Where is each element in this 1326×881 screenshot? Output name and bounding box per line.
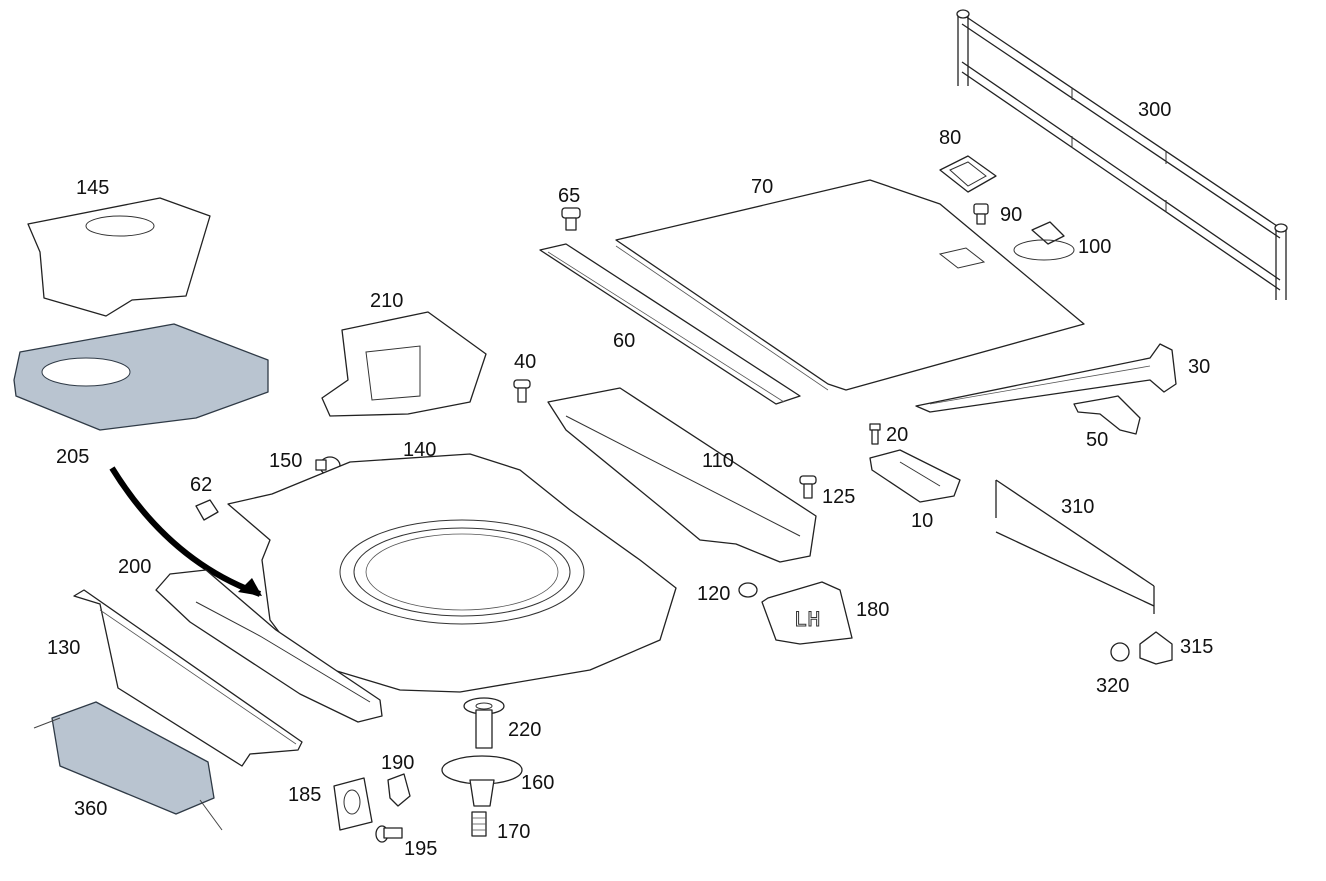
callout-90: 90 [1000, 204, 1023, 226]
callout-190: 190 [381, 752, 415, 774]
callout-10: 10 [911, 510, 934, 532]
callout-145: 145 [76, 177, 110, 199]
callout-185: 185 [288, 784, 322, 806]
callout-310: 310 [1061, 496, 1095, 518]
callout-170: 170 [497, 821, 531, 843]
callout-320: 320 [1096, 675, 1130, 697]
callout-210: 210 [370, 290, 404, 312]
part-65-fastener [561, 207, 581, 231]
callout-120: 120 [697, 583, 731, 605]
callout-20: 20 [886, 424, 909, 446]
callout-160: 160 [521, 772, 555, 794]
callout-100: 100 [1078, 236, 1112, 258]
callout-62: 62 [190, 474, 213, 496]
part-30-guide-rail [915, 343, 1177, 413]
part-210-foam-block [321, 311, 487, 417]
part-180-marking: LH [794, 608, 820, 633]
callout-220: 220 [508, 719, 542, 741]
part-80-handle [939, 155, 997, 193]
part-70-floor-panel [615, 179, 1085, 391]
callout-180: 180 [856, 599, 890, 621]
part-310-rail [995, 479, 1155, 614]
callout-110: 110 [702, 450, 734, 472]
callout-360: 360 [74, 798, 108, 820]
callout-140: 140 [403, 439, 437, 461]
part-160-star-knob [441, 755, 523, 807]
callout-205: 205 [56, 446, 90, 468]
callout-300: 300 [1138, 99, 1172, 121]
part-145-foam-insert [27, 197, 211, 317]
part-195-bolt [375, 825, 403, 843]
part-20-bolt [869, 423, 881, 445]
callout-125: 125 [822, 486, 856, 508]
callout-150: 150 [269, 450, 303, 472]
part-60-trim-strip [539, 243, 801, 405]
part-120-nut [738, 582, 758, 598]
part-190-clip [387, 773, 411, 807]
part-125-screw [799, 475, 817, 499]
callout-65: 65 [558, 185, 581, 207]
part-170-threaded-pin [471, 811, 487, 837]
callout-315: 315 [1180, 636, 1214, 658]
part-90-screw [973, 203, 989, 225]
callout-80: 80 [939, 127, 962, 149]
callout-130: 130 [47, 637, 81, 659]
callout-195: 195 [404, 838, 438, 860]
part-320-fitting [1110, 642, 1130, 662]
part-110-support-rail [547, 387, 817, 563]
callout-60: 60 [613, 330, 636, 352]
arrow-icon [109, 466, 262, 597]
part-360-case [33, 701, 223, 831]
part-200-side-tray [155, 569, 383, 723]
part-180-cap: LH [761, 581, 853, 645]
part-130-side-trim [73, 589, 303, 767]
callout-50: 50 [1086, 429, 1109, 451]
part-315-fitting [1139, 631, 1173, 665]
part-40-pin [513, 379, 531, 403]
callout-40: 40 [514, 351, 537, 373]
part-10-plate [869, 449, 961, 503]
callout-30: 30 [1188, 356, 1211, 378]
callout-70: 70 [751, 176, 774, 198]
part-205-tray [13, 323, 269, 431]
part-185-cover [333, 777, 373, 831]
part-220-spacer [463, 697, 505, 749]
part-300-rail-assembly [956, 9, 1288, 300]
part-50-bracket [1073, 395, 1141, 435]
part-62-clip [195, 499, 219, 521]
part-100-latch [1013, 221, 1075, 261]
part-140-tub [227, 453, 677, 693]
callout-200: 200 [118, 556, 152, 578]
